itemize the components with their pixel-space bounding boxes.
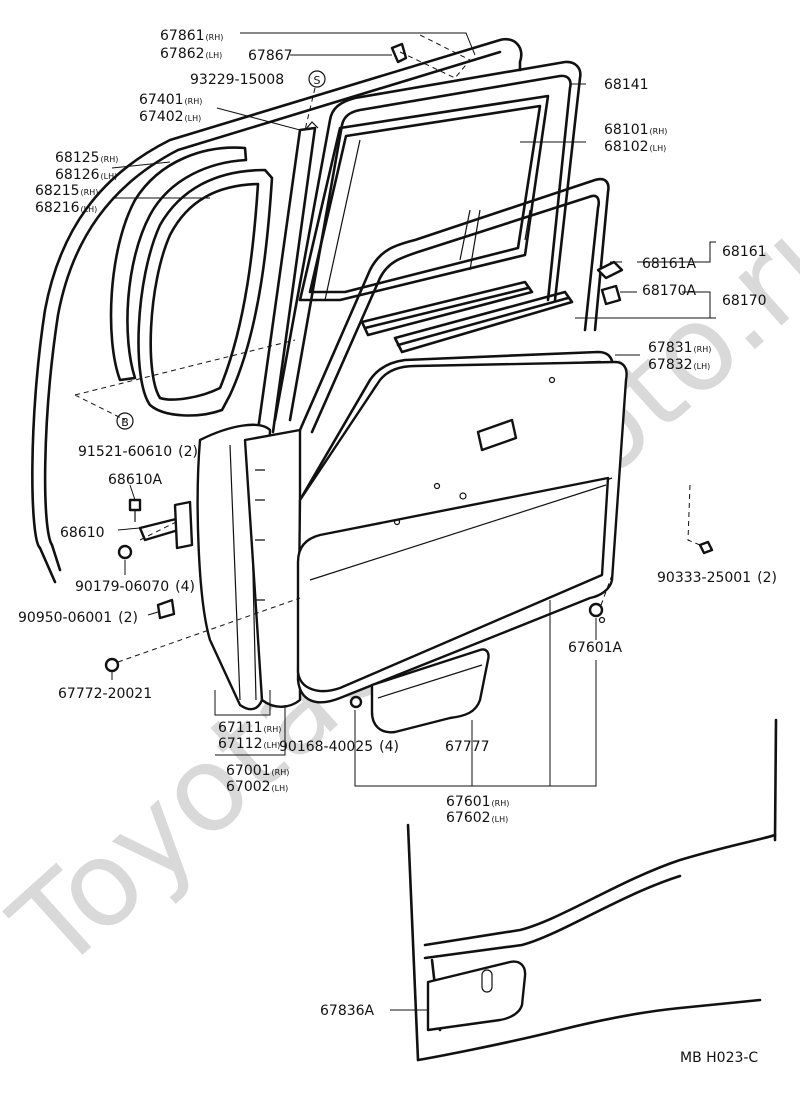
label-67836a: 67836A [320, 1003, 375, 1019]
clip-67601A [588, 602, 604, 618]
label-side-67111: (RH) [264, 725, 282, 734]
label-90950-06001: 90950-06001(2) [18, 610, 138, 626]
plug-90950 [156, 598, 176, 620]
label-67831: 67831(RH) [648, 340, 711, 356]
label-67111: 67111(RH) [218, 720, 281, 736]
svg-text:S: S [314, 74, 321, 87]
door-panel-67001 [196, 423, 302, 711]
part-labels: 67861(RH) 67862(LH) 67867 93229-15008 67401(… [18, 28, 777, 1019]
label-67602: 67602(LH) [446, 810, 508, 826]
label-side-90950-06001: (2) [118, 610, 138, 626]
label-67862: 67862(LH) [160, 46, 222, 62]
label-68216: 68216(LH) [35, 200, 97, 216]
diagram-code: MB H023-C [680, 1050, 758, 1066]
label-side-68126: (LH) [101, 172, 118, 181]
door-glass-68101 [298, 94, 550, 302]
label-67772-20021: 67772-20021 [58, 686, 152, 702]
label-67601: 67601(RH) [446, 794, 509, 810]
door-pocket-67777 [370, 648, 490, 734]
bolt-68610A [128, 498, 142, 522]
label-side-67601: (RH) [492, 799, 510, 808]
leader-lines [111, 32, 716, 1011]
label-67112: 67112(LH) [218, 736, 280, 752]
quarter-window-frame-68125 [109, 146, 248, 382]
label-68610a: 68610A [108, 472, 163, 488]
trim-board-67601 [296, 360, 628, 704]
roof-weatherstrip-67861 [31, 37, 523, 584]
label-68141: 68141 [604, 77, 649, 93]
clip-68161A [596, 260, 624, 280]
label-67002: 67002(LH) [226, 779, 288, 795]
label-side-68125: (RH) [101, 155, 119, 164]
symbol-b: B [116, 412, 134, 430]
label-67777: 67777 [445, 739, 490, 755]
label-68170a: 68170A [642, 283, 697, 299]
label-side-67861: (RH) [206, 33, 224, 42]
label-side-68101: (RH) [650, 127, 668, 136]
label-side-67602: (LH) [492, 815, 509, 824]
label-side-67112: (LH) [264, 741, 281, 750]
label-67867: 67867 [248, 48, 293, 64]
label-68126: 68126(LH) [55, 167, 117, 183]
label-90168-40025: 90168-40025(4) [279, 739, 399, 755]
screw-67867 [390, 42, 408, 64]
label-side-67831: (RH) [694, 345, 712, 354]
glass-run-68141 [273, 60, 582, 422]
label-68102: 68102(LH) [604, 139, 666, 155]
clip-68170A [600, 284, 622, 306]
label-67601a: 67601A [568, 640, 623, 656]
label-93229-15008: 93229-15008 [190, 72, 284, 88]
clip-90333 [698, 540, 714, 555]
label-68215: 68215(RH) [35, 183, 98, 199]
label-side-90333-25001: (2) [757, 570, 777, 586]
label-side-67401: (RH) [185, 97, 203, 106]
label-68161: 68161 [722, 244, 767, 260]
division-bar-67401 [256, 121, 319, 434]
label-68125: 68125(RH) [55, 150, 118, 166]
label-91521-60610: 91521-60610(2) [78, 444, 198, 460]
belt-weatherstrip-68170 [393, 290, 574, 354]
body-side-panel [406, 718, 778, 1062]
label-side-68102: (LH) [650, 144, 667, 153]
label-side-67402: (LH) [185, 114, 202, 123]
label-67401: 67401(RH) [139, 92, 202, 108]
label-side-68216: (LH) [81, 205, 98, 214]
label-67861: 67861(RH) [160, 28, 223, 44]
door-frame-run [298, 177, 610, 434]
screw-67772 [104, 657, 120, 673]
label-68161a: 68161A [642, 256, 697, 272]
label-67001: 67001(RH) [226, 763, 289, 779]
belt-moulding-68161 [360, 280, 534, 337]
label-90333-25001: 90333-25001(2) [657, 570, 777, 586]
label-67402: 67402(LH) [139, 109, 201, 125]
symbol-s: S [308, 70, 326, 88]
label-68170: 68170 [722, 293, 767, 309]
label-side-67001: (RH) [272, 768, 290, 777]
door-check-68610 [138, 500, 194, 550]
label-90179-06070: 90179-06070(4) [75, 579, 195, 595]
label-side-67832: (LH) [694, 362, 711, 371]
quarter-window-glass-68215 [137, 168, 274, 417]
label-side-67002: (LH) [272, 784, 289, 793]
label-side-91521-60610: (2) [178, 444, 198, 460]
screw-90168 [349, 695, 363, 709]
label-side-68215: (RH) [81, 188, 99, 197]
label-67832: 67832(LH) [648, 357, 710, 373]
label-68101: 68101(RH) [604, 122, 667, 138]
label-68610: 68610 [60, 525, 105, 541]
svg-text:B: B [121, 416, 129, 429]
nut-90179 [117, 544, 133, 560]
label-side-90168-40025: (4) [379, 739, 399, 755]
label-side-67862: (LH) [206, 51, 223, 60]
reference-lines [74, 34, 701, 663]
label-side-90179-06070: (4) [175, 579, 195, 595]
